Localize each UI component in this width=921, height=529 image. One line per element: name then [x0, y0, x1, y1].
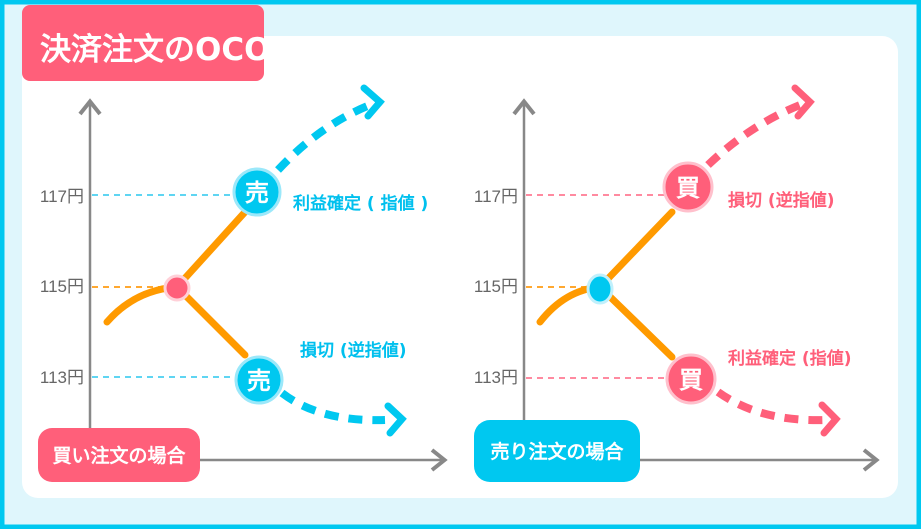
svg-text:売: 売	[247, 367, 271, 395]
take-profit-label: 利益確定 (指値)	[728, 348, 851, 369]
tick-117: 117円	[40, 187, 84, 206]
buy-circle-lower: 買	[665, 353, 717, 405]
take-profit-label: 利益確定 ( 指値 )	[293, 193, 428, 214]
sell-circle-upper: 売	[232, 167, 282, 217]
stop-loss-arrow	[705, 101, 802, 168]
svg-text:売: 売	[245, 179, 269, 207]
stop-loss-label: 損切 (逆指値)	[300, 340, 406, 361]
stop-loss-label: 損切 (逆指値)	[728, 190, 834, 211]
sell-circle-lower: 売	[234, 355, 284, 405]
buy-case-chart: 117円 115円 113円 売 売 利益確定 ( 指値 ) 損切 (逆指値) …	[38, 84, 448, 482]
svg-text:売り注文の場合: 売り注文の場合	[490, 440, 624, 463]
entry-point	[163, 274, 191, 302]
profit-arrow	[275, 101, 372, 173]
profit-arrow	[715, 388, 826, 425]
svg-text:買: 買	[679, 366, 703, 394]
tick-115: 115円	[474, 277, 518, 296]
tick-113: 113円	[40, 368, 84, 387]
tick-115: 115円	[40, 277, 84, 296]
buy-circle-upper: 買	[662, 161, 714, 213]
entry-point	[586, 273, 614, 305]
title-badge: 決済注文のOCO	[22, 5, 270, 81]
buy-case-badge: 買い注文の場合	[38, 428, 200, 482]
svg-text:買い注文の場合: 買い注文の場合	[52, 444, 186, 467]
loss-arrow	[279, 389, 386, 425]
svg-text:買: 買	[676, 174, 700, 202]
tick-117: 117円	[474, 187, 518, 206]
tick-113: 113円	[474, 368, 518, 387]
page-title: 決済注文のOCO	[40, 32, 270, 68]
sell-case-badge: 売り注文の場合	[474, 420, 640, 482]
sell-case-chart: 117円 115円 113円 買 買 損切 (逆指値) 利益確定 (指値) 売り…	[474, 84, 880, 482]
